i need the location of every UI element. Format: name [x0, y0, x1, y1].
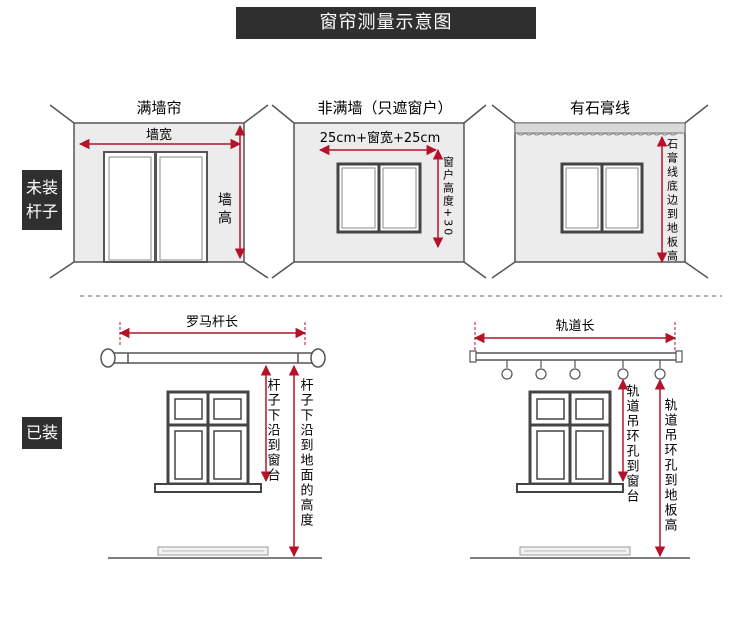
label-installed: 已装 [22, 417, 62, 449]
panel-roman-rod: 罗马杆长 杆子下沿到窗台 杆子下沿到地面的高度 [100, 315, 326, 559]
full-wall-title: 满墙帘 [136, 99, 181, 117]
not-full-wall-width-label: 25cm+窗宽+25cm [320, 130, 441, 146]
not-full-wall-title: 非满墙（只遮窗户） [317, 99, 452, 117]
track-short-label: 轨道吊环孔到窗台 [624, 384, 640, 504]
plaster-line-height-label: 石膏线底边到地板高 [666, 138, 679, 264]
not-full-wall-height-label: 窗户高度+30 [442, 155, 455, 238]
full-wall-width-label: 墙宽 [146, 127, 172, 143]
panel-plaster-line: 有石膏线 石膏线底边到地板高 [491, 99, 709, 279]
track-long-label: 轨道吊环孔到地板高 [662, 398, 678, 533]
panel-track: 轨道长 轨道吊环孔到窗台 轨道吊环孔到地板高 [469, 319, 690, 559]
label-not-installed: 未装杆子 [22, 170, 62, 230]
panel-full-wall: 满墙帘 墙宽 墙高 [49, 99, 269, 279]
panel-not-full-wall: 非满墙（只遮窗户） 25cm+窗宽+25cm 窗户高度+30 [271, 99, 487, 279]
roman-rod-short-label: 杆子下沿到窗台 [265, 378, 281, 483]
roman-rod-title: 罗马杆长 [186, 315, 238, 330]
roman-rod-long-label: 杆子下沿到地面的高度 [298, 378, 314, 528]
plaster-line-title: 有石膏线 [570, 99, 630, 117]
track-title: 轨道长 [555, 319, 594, 334]
full-wall-height-label: 墙高 [216, 192, 232, 228]
page-title: 窗帘测量示意图 [236, 7, 536, 39]
